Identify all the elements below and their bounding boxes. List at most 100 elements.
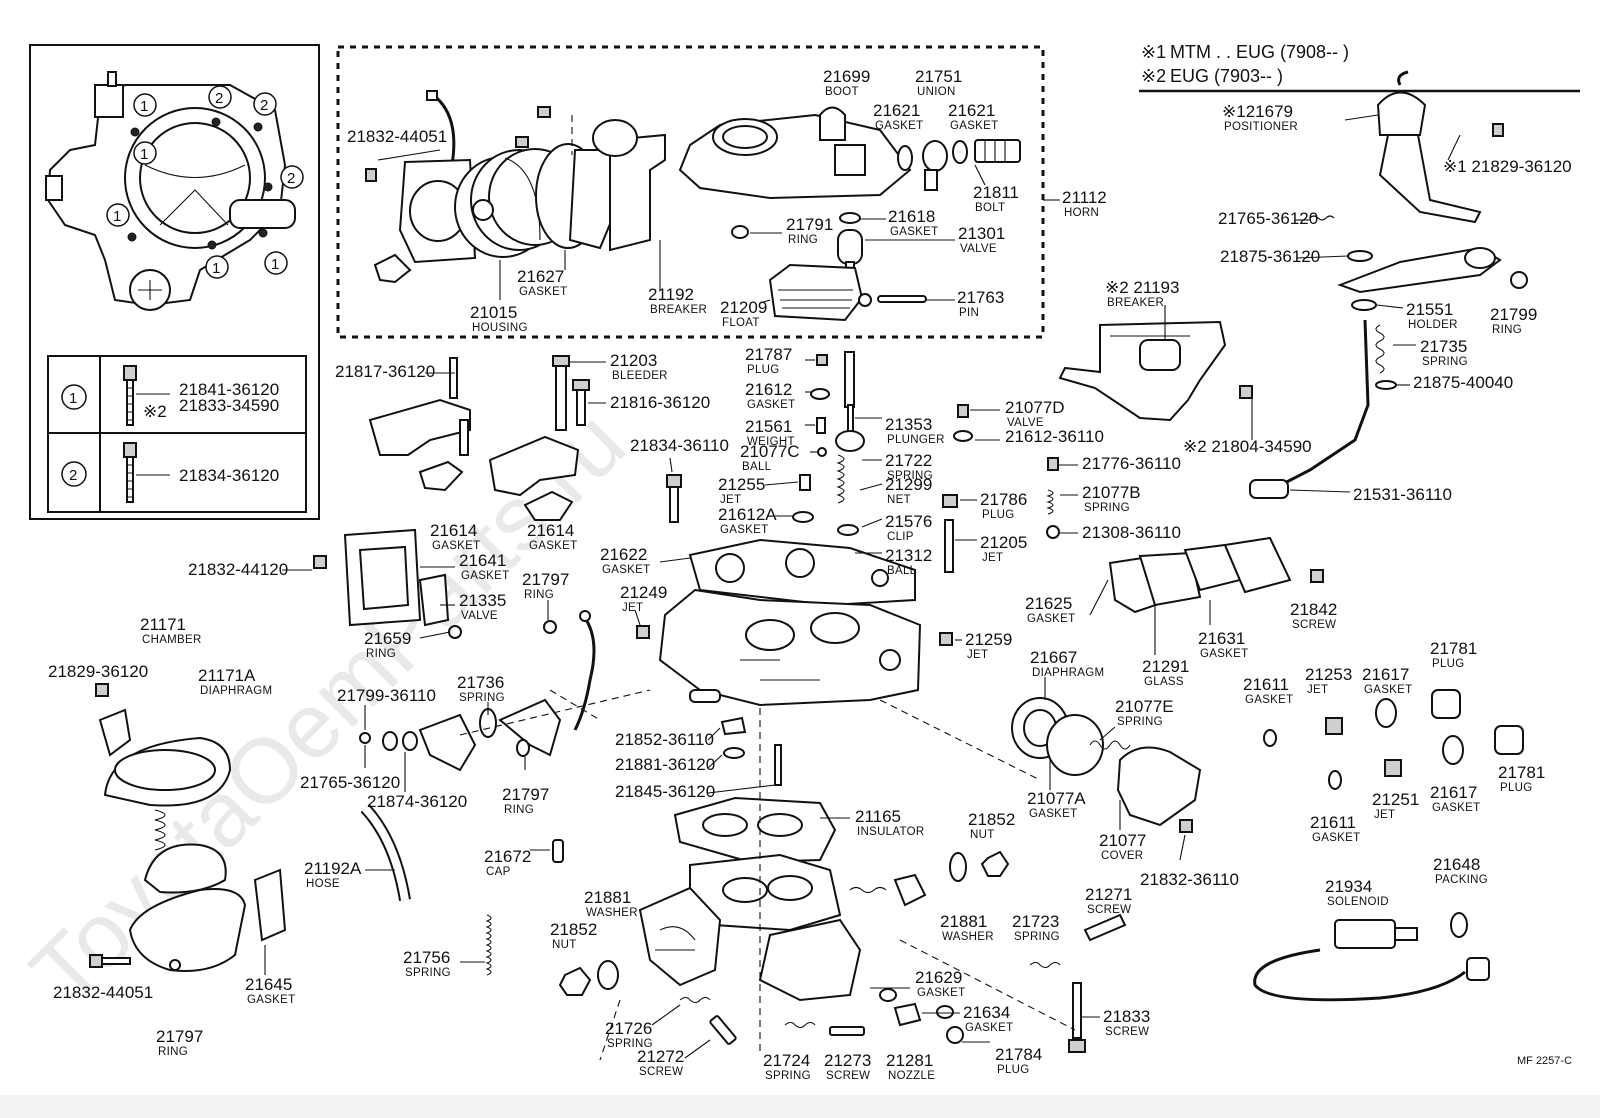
part-number: 21192	[648, 285, 694, 304]
part-description: HOLDER	[1408, 319, 1458, 331]
part-number: 21786	[980, 490, 1027, 509]
part-description: SPRING	[607, 1038, 653, 1050]
left-parts-drawings	[89, 528, 596, 972]
part-number: 21829-36120	[48, 662, 148, 681]
part-number: 21299	[885, 475, 932, 494]
part-label-21829_36120b: 21829-36120	[48, 662, 148, 681]
part-description: UNION	[917, 86, 956, 98]
part-description: DIAPHRAGM	[200, 685, 272, 697]
part-label-21799_36110: 21799-36110	[337, 686, 436, 705]
part-number: 21614	[430, 521, 477, 540]
part-number: 21881-36120	[615, 755, 715, 774]
part-number: 21832-44120	[188, 560, 288, 579]
part-description: JET	[967, 649, 988, 661]
part-number: ※2 21804-34590	[1183, 437, 1312, 456]
part-number: 21776-36110	[1082, 454, 1181, 473]
part-description: PACKING	[1435, 874, 1488, 886]
part-description: NET	[887, 494, 911, 506]
part-number: 21249	[620, 583, 667, 602]
part-description: CHAMBER	[142, 634, 202, 646]
part-description: JET	[982, 552, 1003, 564]
part-description: JET	[1307, 684, 1328, 696]
part-description: RING	[1492, 324, 1522, 336]
part-number: 21672	[484, 847, 531, 866]
part-number: 21724	[763, 1051, 810, 1070]
part-label-21816_36120: 21816-36120	[610, 393, 710, 412]
part-number: 21881	[940, 912, 987, 931]
leader-line	[1099, 726, 1116, 741]
leader-line	[1296, 255, 1349, 259]
carburetor-exploded-diagram: ToyotaOemParts.ru 1 2 2 1 2 1 1 1	[12, 42, 1580, 1082]
part-number: 21618	[888, 207, 935, 226]
part-number: 21641	[459, 551, 506, 570]
part-number: 21077A	[1027, 789, 1086, 808]
part-label-21776_36110: 21776-36110	[1082, 454, 1181, 473]
part-number: 21659	[364, 629, 411, 648]
part-description: GASKET	[950, 120, 998, 132]
part-description: PLUG	[1500, 782, 1533, 794]
part-description: GLASS	[1144, 676, 1184, 688]
note-1-text: MTM . . EUG (7908-- )	[1170, 42, 1349, 62]
part-description: GASKET	[747, 399, 795, 411]
leader-line	[634, 609, 641, 626]
inset-marker-1e: 1	[264, 251, 288, 275]
part-label-21832_44051a: 21832-44051	[347, 127, 447, 146]
part-number: 21251	[1372, 790, 1419, 809]
part-number: 21077B	[1082, 483, 1141, 502]
part-description: SPRING	[887, 470, 933, 482]
part-number: 21723	[1012, 912, 1059, 931]
part-description: BALL	[742, 461, 772, 473]
part-number: 21797	[502, 785, 549, 804]
part-description: GASKET	[1027, 613, 1075, 625]
part-description: NUT	[552, 939, 577, 951]
part-description: GASKET	[1200, 648, 1248, 660]
right-middle-drawings	[1011, 536, 1524, 1002]
leader-line	[759, 299, 771, 304]
part-label-21881_36120: 21881-36120	[615, 755, 715, 774]
part-description: GASKET	[1364, 684, 1412, 696]
part-number: 21273	[824, 1051, 871, 1070]
legend-part-1: 21841-36120	[179, 380, 279, 399]
lower-parts-drawings	[359, 689, 1127, 1061]
part-description: SPRING	[1422, 356, 1468, 368]
part-label-21817_36120: 21817-36120	[335, 362, 435, 381]
part-number: 21308-36110	[1082, 523, 1181, 542]
part-number: 21799	[1490, 305, 1537, 324]
part-description: PLUG	[982, 509, 1015, 521]
part-description: FLOAT	[722, 317, 760, 329]
part-number: 21699	[823, 67, 870, 86]
part-description: GASKET	[1245, 694, 1293, 706]
note-1-mark: ※1	[1141, 42, 1166, 62]
screw-legend-table: 1 2 21841-36120 ※2 21833-34590 21834-361…	[47, 355, 307, 513]
part-number: 21634	[963, 1003, 1010, 1022]
part-description: JET	[1374, 809, 1395, 821]
part-number: 21165	[855, 807, 901, 826]
part-description: JET	[720, 494, 741, 506]
part-number: 21611	[1310, 813, 1356, 832]
part-description: GASKET	[602, 564, 650, 576]
